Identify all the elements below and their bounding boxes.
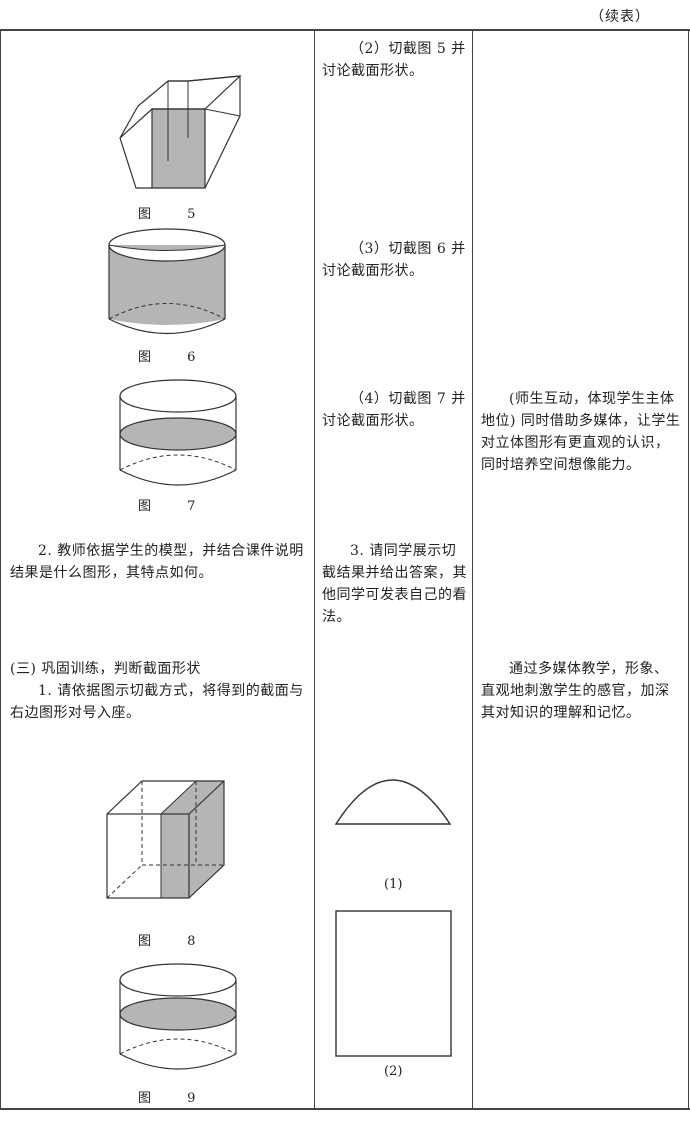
figure-5-caption: 图 5 (138, 207, 212, 222)
note-1-text: (师生互动，体现学生主体地位) 同时借助多媒体，让学生对立体图形有更直观的认识，… (481, 391, 681, 473)
figure-8-cube (106, 780, 225, 899)
task-4-text: （4）切截图 7 并讨论截面形状。 (322, 391, 466, 429)
figure-9-caption: 图 9 (138, 1091, 212, 1106)
figure-6-caption: 图 6 (138, 350, 212, 365)
column-divider-1 (314, 30, 315, 1110)
option-1-label: (1) (384, 877, 403, 892)
figure-7-cylinder (119, 379, 237, 486)
figure-8-caption: 图 8 (138, 934, 212, 949)
continued-label: （续表） (590, 9, 650, 25)
section-3-item-1: 1. 请依据图示切截方式，将得到的截面与右边图形对号入座。 (10, 683, 304, 721)
option-1-parabola-shape (334, 779, 452, 825)
step-3-text: 3. 请同学展示切截结果并给出答案，其他同学可发表自己的看法。 (322, 543, 467, 625)
figure-5-hex-prism (119, 75, 242, 189)
note-2-text: 通过多媒体教学，形象、直观地刺激学生的感官，加深其对知识的理解和记忆。 (481, 661, 670, 721)
table-top-rule (0, 29, 690, 31)
table-right-border (688, 30, 689, 1110)
section-3-heading: (三) 巩固训练，判断截面形状 (10, 661, 201, 677)
table-bottom-rule (0, 1108, 690, 1110)
option-2-rectangle-shape (335, 910, 452, 1057)
figure-7-caption: 图 7 (138, 499, 212, 514)
table-left-border (0, 30, 1, 1110)
option-2-label: (2) (384, 1064, 403, 1079)
task-3-text: （3）切截图 6 并讨论截面形状。 (322, 241, 466, 279)
column-divider-2 (472, 30, 473, 1110)
figure-6-cylinder (108, 228, 226, 335)
step-2-text: 2. 教师依据学生的模型，并结合课件说明结果是什么图形，其特点如何。 (10, 543, 304, 581)
task-2-text: （2）切截图 5 并讨论截面形状。 (322, 41, 466, 79)
figure-9-cylinder (119, 963, 237, 1070)
